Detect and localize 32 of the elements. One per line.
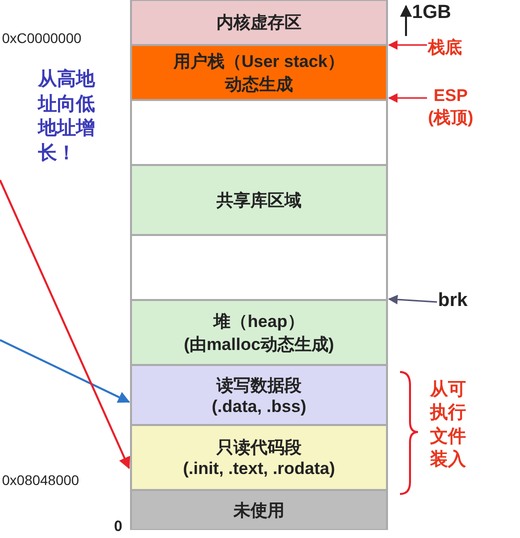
segment-text: 动态生成 (225, 74, 293, 96)
segment-text: (.init, .text, .rodata) (182, 459, 336, 479)
free-gap (130, 235, 388, 300)
arrow (388, 294, 438, 304)
arrow (388, 40, 427, 50)
text-segment (130, 425, 388, 490)
free-gap (130, 100, 388, 165)
segment-text: (由malloc动态生成) (184, 334, 334, 356)
segment-text: 用户栈（User stack） (173, 50, 344, 72)
segment-text: ESP (432, 86, 469, 106)
segment-text: 读写数据段 (216, 374, 302, 396)
segment-text: (栈顶) (428, 107, 474, 129)
stack-segment (130, 45, 388, 100)
address-label: 0x08048000 (2, 472, 80, 488)
pointer-label: brk (438, 290, 468, 312)
segment-text: (.data, .bss) (212, 396, 306, 416)
address-label: 0 (114, 518, 122, 535)
heap-segment (130, 300, 388, 365)
kernel-segment: 内核虚存区 (130, 0, 388, 45)
growth-note: 从高地址向低地址增长！ (38, 68, 96, 166)
address-label: 0xC0000000 (2, 30, 82, 46)
arrow (0, 339, 130, 403)
arrow (388, 93, 427, 103)
unused-segment: 未使用 (130, 490, 388, 530)
pointer-label: 栈底 (428, 36, 462, 59)
segment-text: 堆（heap） (214, 310, 304, 332)
load-note: 从可执行文件装入 (430, 378, 467, 472)
arrow (0, 180, 130, 470)
segment-text: 只读代码段 (216, 437, 302, 459)
size-label: 1GB (412, 2, 452, 24)
shared-library-segment: 共享库区域 (130, 165, 388, 235)
data-segment (130, 365, 388, 425)
